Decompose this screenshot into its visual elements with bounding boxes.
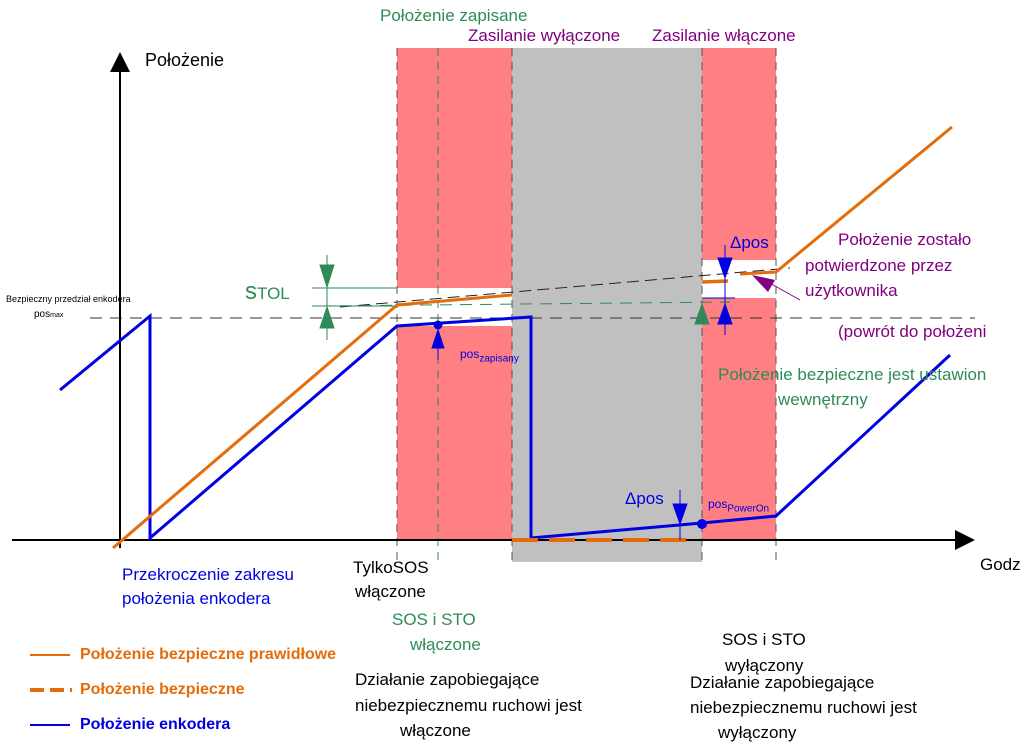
power-off-label: Zasilanie wyłączone xyxy=(468,26,621,45)
stol-arrow-down-icon xyxy=(319,264,335,289)
legend-safe: Położenie bezpieczne xyxy=(80,681,245,698)
prevent-on-label-2: niebezpiecznemu ruchowi jest xyxy=(355,696,582,715)
safe-valid-line-2 xyxy=(701,279,729,284)
projection-line xyxy=(339,267,791,308)
overflow-label-2: położenia enkodera xyxy=(122,589,271,608)
pos-saved-label: poszapisany xyxy=(460,347,519,365)
power-on-label: Zasilanie włączone xyxy=(652,26,796,45)
confirmed-label-3a: użytkownika xyxy=(805,281,898,300)
pos-saved-dot xyxy=(433,320,443,330)
safe-valid-line-3 xyxy=(739,125,953,276)
stol-label: sTOL xyxy=(245,278,290,305)
legend-safe-valid: Położenie bezpieczne prawidłowe xyxy=(80,646,337,663)
prevent-off-label-2: niebezpiecznemu ruchowi jest xyxy=(690,698,917,717)
sos-only-label-2: włączone xyxy=(355,582,426,601)
sos-sto-off-label-2: wyłączony xyxy=(725,656,804,675)
safe-range-label: Bezpieczny przedział enkodera xyxy=(6,294,131,304)
encoder-position-line xyxy=(59,312,952,542)
prevent-on-label-3: włączone xyxy=(400,721,471,740)
safe-valid-line xyxy=(112,293,513,550)
pos-max-label: posmax xyxy=(34,309,64,320)
y-axis-label: Położenie xyxy=(145,50,225,70)
sos-only-label-1: TylkoSOS xyxy=(353,558,429,577)
prevent-off-label-3: wyłączony xyxy=(718,723,797,742)
green-arrow-up-icon xyxy=(694,302,710,325)
confirm-arrow-icon xyxy=(752,275,775,292)
overflow-label-1: Przekroczenie zakresu xyxy=(122,565,294,584)
pos-poweron-dot xyxy=(697,519,707,529)
power-off-zone xyxy=(512,48,702,562)
internal-label-2: wewnętrzny xyxy=(778,390,868,409)
x-axis-label: Godz xyxy=(980,555,1021,574)
legend-encoder: Położenie enkodera xyxy=(80,716,231,733)
prevent-off-label-1: Działanie zapobiegające xyxy=(690,673,875,692)
prevent-on-label-1: Działanie zapobiegające xyxy=(355,670,540,689)
confirmed-label-3b: (powrót do położeni xyxy=(838,322,987,341)
position-saved-label: Położenie zapisane xyxy=(380,6,528,25)
stol-arrow-up-icon xyxy=(319,305,335,329)
sos-sto-off-label-1: SOS i STO xyxy=(722,630,806,649)
delta-arrow-up-icon xyxy=(717,302,733,325)
tolerance-line xyxy=(319,301,731,307)
arrow-down-icon xyxy=(672,503,688,526)
delta-pos-bottom-label: Δpos xyxy=(625,489,664,508)
sos-sto-on-label-2: włączone xyxy=(410,635,481,654)
arrow-up-icon xyxy=(431,328,445,349)
sos-sto-on-label-1: SOS i STO xyxy=(392,610,476,629)
confirmed-label-1: Położenie zostało xyxy=(838,230,972,249)
internal-label-1: Położenie bezpieczne jest ustawion xyxy=(718,365,987,384)
delta-arrow-down-icon xyxy=(717,257,733,280)
confirmed-label-2: potwierdzone przez xyxy=(805,256,953,275)
delta-pos-top-label: Δpos xyxy=(730,233,769,252)
pos-poweron-label: posPowerOn xyxy=(708,497,770,515)
